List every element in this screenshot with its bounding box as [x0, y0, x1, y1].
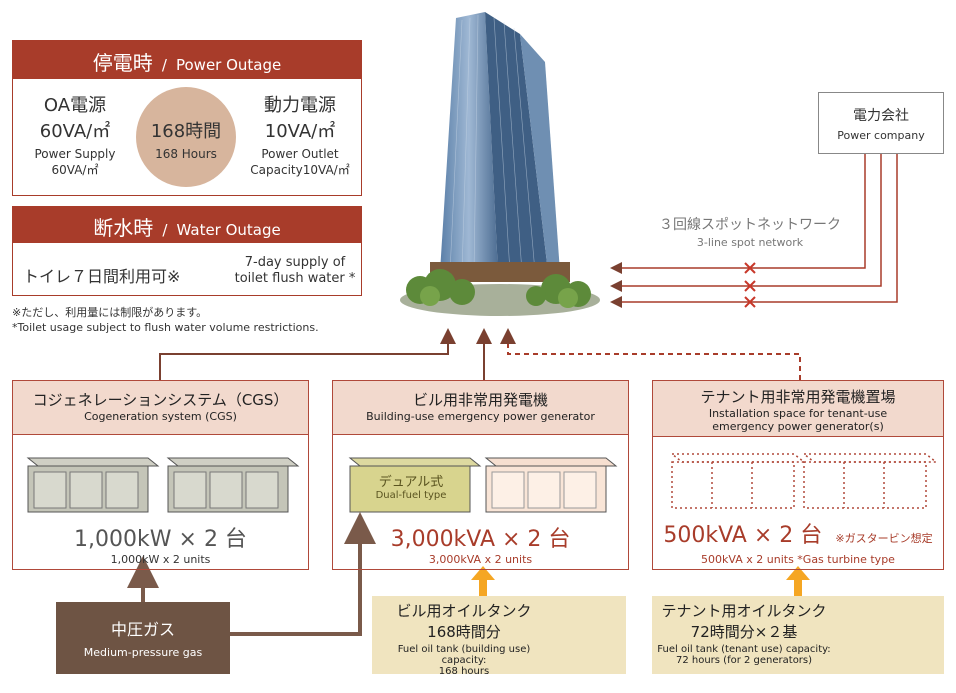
oa-power-jp: OA電源: [43, 95, 107, 116]
oa-power-en1: Power Supply: [34, 147, 116, 161]
cgs-generator-1: [26, 457, 160, 513]
spot-network-jp: ３回線スポットネットワーク: [659, 217, 841, 233]
building-generator-title-en: Building-use emergency power generator: [366, 410, 595, 423]
cgs-header: コジェネレーションシステム（CGS） Cogeneration system (…: [13, 381, 308, 435]
spot-network-lines: [610, 154, 898, 308]
gas-lines: [127, 512, 376, 636]
dual-fuel-jp: デュアル式: [378, 475, 444, 490]
building-generator-header: ビル用非常用発電機 Building-use emergency power g…: [333, 381, 628, 435]
building-generator-value-block: 3,000kVA × 2 台 3,000kVA x 2 units: [333, 521, 628, 566]
building-generators: [348, 457, 618, 513]
oa-power-block: OA電源 60VA/㎡ Power Supply 60VA/㎡: [13, 91, 137, 178]
power-outage-title-en: Power Outage: [175, 56, 282, 74]
cgs-title-jp: コジェネレーションシステム（CGS）: [32, 391, 289, 409]
dual-fuel-en: Dual-fuel type: [375, 490, 447, 501]
dual-fuel-label: デュアル式 Dual-fuel type: [353, 471, 469, 501]
water-outage-title-sep: /: [162, 221, 168, 239]
spot-network-en: 3-line spot network: [696, 236, 804, 249]
tenant-generator-title-en2: emergency power generator(s): [712, 420, 884, 433]
toilet-en-block: 7-day supply of toilet flush water *: [231, 255, 359, 287]
note-en: *Toilet usage subject to flush water vol…: [12, 321, 319, 334]
dual-fuel-generator: [348, 457, 482, 513]
building-generator-value: 3,000kVA × 2 台: [390, 527, 571, 552]
water-outage-panel: 断水時 / Water Outage トイレ７日間利用可※ 7-day supp…: [12, 206, 362, 296]
building-generator-value-en: 3,000kVA x 2 units: [428, 553, 533, 566]
building-oil-tank-jp1: ビル用オイルタンク: [396, 602, 532, 620]
outlet-power-block: 動力電源 10VA/㎡ Power Outlet Capacity10VA/㎡: [237, 91, 363, 178]
power-outage-panel: 停電時 / Power Outage OA電源 60VA/㎡ Power Sup…: [12, 40, 362, 196]
building-oil-tank-jp2: 168時間分: [427, 623, 501, 641]
water-outage-header: 断水時 / Water Outage: [13, 207, 361, 243]
power-company-box: 電力会社 Power company: [818, 92, 944, 154]
spot-network-x-marks: [744, 262, 756, 308]
cgs-value-en: 1,000kW x 2 units: [110, 553, 211, 566]
building-generator-title-jp: ビル用非常用発電機: [412, 391, 548, 409]
building-generator-box: ビル用非常用発電機 Building-use emergency power g…: [332, 380, 629, 570]
tenant-oil-tank-en1: Fuel oil tank (tenant use) capacity:: [657, 644, 831, 655]
tenant-generator-note-jp: ※ガスタービン想定: [835, 532, 933, 545]
outlet-power-en2: Capacity10VA/㎡: [250, 163, 350, 177]
cgs-title-en: Cogeneration system (CGS): [84, 410, 237, 423]
water-outage-title-en: Water Outage: [176, 221, 281, 239]
tenant-oil-tank-en2: 72 hours (for 2 generators): [675, 655, 813, 666]
generator-to-building-lines: [159, 328, 492, 380]
cgs-value-block: 1,000kW × 2 台 1,000kW x 2 units: [13, 521, 308, 566]
gas-jp: 中圧ガス: [110, 620, 175, 639]
hours-en: 168 Hours: [155, 147, 217, 161]
tenant-oil-tank-jp2: 72時間分×２基: [690, 623, 798, 641]
building-oil-tank-en1: Fuel oil tank (building use) capacity:: [397, 644, 531, 666]
gas-box: 中圧ガス Medium-pressure gas: [56, 602, 230, 674]
oa-power-value: 60VA/㎡: [39, 121, 111, 142]
hours-circle: 168時間 168 Hours: [136, 87, 236, 187]
oa-power-en2: 60VA/㎡: [51, 163, 99, 177]
tenant-generator-value-en: 500kVA x 2 units *Gas turbine type: [701, 553, 895, 566]
note-jp: ※ただし、利用量には制限があります。: [12, 306, 208, 319]
tenant-generator-spaces: [669, 453, 939, 509]
building-generator-2: [484, 457, 618, 513]
tenant-oil-tank-text: テナント用オイルタンク 72時間分×２基 Fuel oil tank (tena…: [654, 600, 834, 666]
cgs-generators: [26, 457, 300, 513]
power-outage-header: 停電時 / Power Outage: [13, 41, 361, 79]
water-outage-title-jp: 断水時: [93, 216, 154, 240]
cgs-generator-2: [166, 457, 300, 513]
cgs-box: コジェネレーションシステム（CGS） Cogeneration system (…: [12, 380, 309, 570]
tower-illustration: [400, 12, 600, 316]
spot-network-label: ３回線スポットネットワーク 3-line spot network: [640, 214, 860, 249]
outlet-power-value: 10VA/㎡: [264, 121, 336, 142]
toilet-jp: トイレ７日間利用可※: [23, 267, 181, 286]
power-company-en: Power company: [837, 129, 925, 142]
tenant-generator-value-block: 500kVA × 2 台 ※ガスタービン想定 500kVA x 2 units …: [653, 517, 943, 566]
tenant-generator-title-en1: Installation space for tenant-use: [708, 407, 888, 420]
tenant-generator-title-jp: テナント用非常用発電機置場: [700, 388, 896, 406]
outlet-power-jp: 動力電源: [264, 95, 336, 116]
building-oil-tank-en2: 168 hours: [438, 666, 490, 677]
tenant-generator-header: テナント用非常用発電機置場 Installation space for ten…: [653, 381, 943, 437]
toilet-en1: 7-day supply of: [244, 255, 346, 270]
tenant-generator-box: テナント用非常用発電機置場 Installation space for ten…: [652, 380, 944, 570]
tenant-oil-tank-box: [652, 596, 944, 674]
tenant-oil-tank-jp1: テナント用オイルタンク: [661, 602, 827, 620]
power-company-jp: 電力会社: [853, 108, 909, 124]
toilet-en2: toilet flush water *: [234, 271, 356, 286]
cgs-value: 1,000kW × 2 台: [74, 527, 247, 552]
tenant-generator-value: 500kVA × 2 台: [663, 523, 823, 548]
power-outage-title-sep: /: [161, 56, 167, 74]
gas-en: Medium-pressure gas: [83, 646, 203, 659]
power-outage-title-jp: 停電時: [92, 51, 153, 75]
outlet-power-en1: Power Outlet: [261, 147, 339, 161]
tenant-to-building-dashed: [500, 328, 801, 380]
oil-arrows: [471, 566, 810, 596]
hours-jp: 168時間: [150, 121, 222, 142]
building-oil-tank-text: ビル用オイルタンク 168時間分 Fuel oil tank (building…: [374, 600, 554, 677]
building-oil-tank-box: [372, 596, 626, 674]
